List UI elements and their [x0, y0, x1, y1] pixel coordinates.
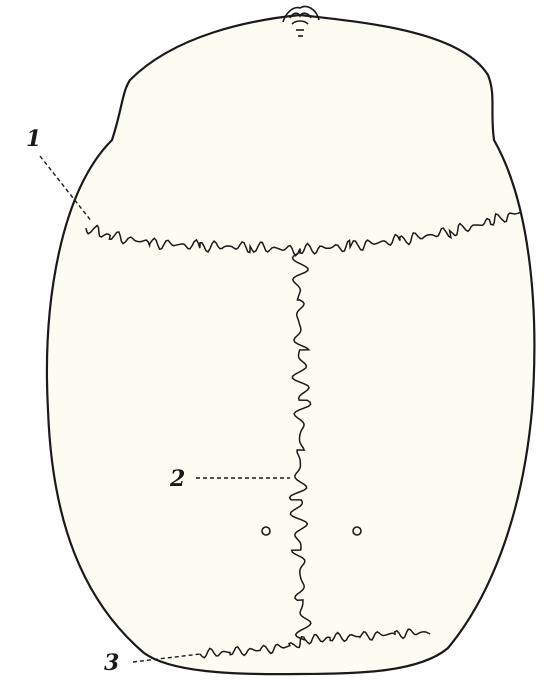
skull-outline [47, 15, 534, 674]
label-1: 1 [26, 126, 41, 152]
parietal-foramen-right [353, 527, 361, 535]
label-2: 2 [169, 466, 185, 492]
parietal-foramen-left [262, 527, 270, 535]
label-3: 3 [104, 650, 119, 676]
